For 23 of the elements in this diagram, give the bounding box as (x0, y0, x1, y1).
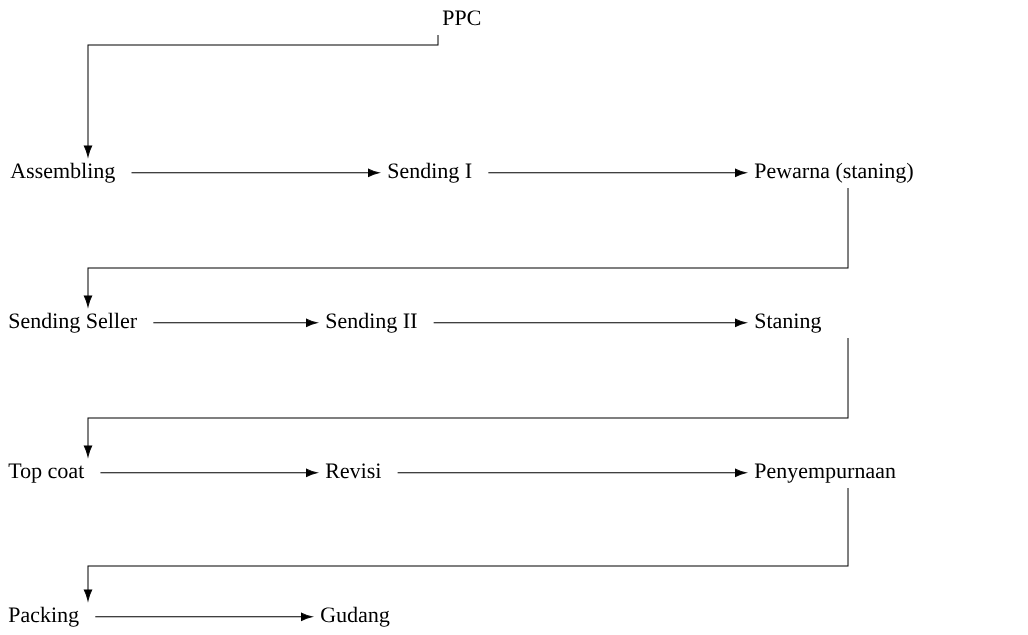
step-label: Pewarna (staning) (754, 162, 913, 183)
step-label: Penyempurnaan (754, 463, 896, 483)
step-label: Gudang (321, 606, 390, 627)
step-label: Top coat (8, 463, 85, 483)
step-label: Sending I (388, 162, 472, 183)
arrow (99, 468, 318, 477)
arrow (397, 468, 747, 477)
arrow (131, 168, 380, 177)
step-label: Sending II (326, 312, 417, 333)
step-label: Revisi (325, 463, 381, 479)
arrow (83, 337, 849, 457)
arrow (83, 34, 439, 157)
arrow (487, 168, 747, 177)
step-label: Staning (755, 313, 822, 333)
arrow (94, 612, 313, 621)
arrow (433, 318, 747, 327)
step-label: PPC (442, 10, 481, 26)
arrow (83, 187, 849, 307)
step-label: Assembling (10, 162, 115, 183)
step-label: Packing (8, 606, 79, 627)
arrow (152, 318, 318, 327)
arrow (83, 487, 849, 601)
step-label: Sending Seller (9, 312, 137, 333)
